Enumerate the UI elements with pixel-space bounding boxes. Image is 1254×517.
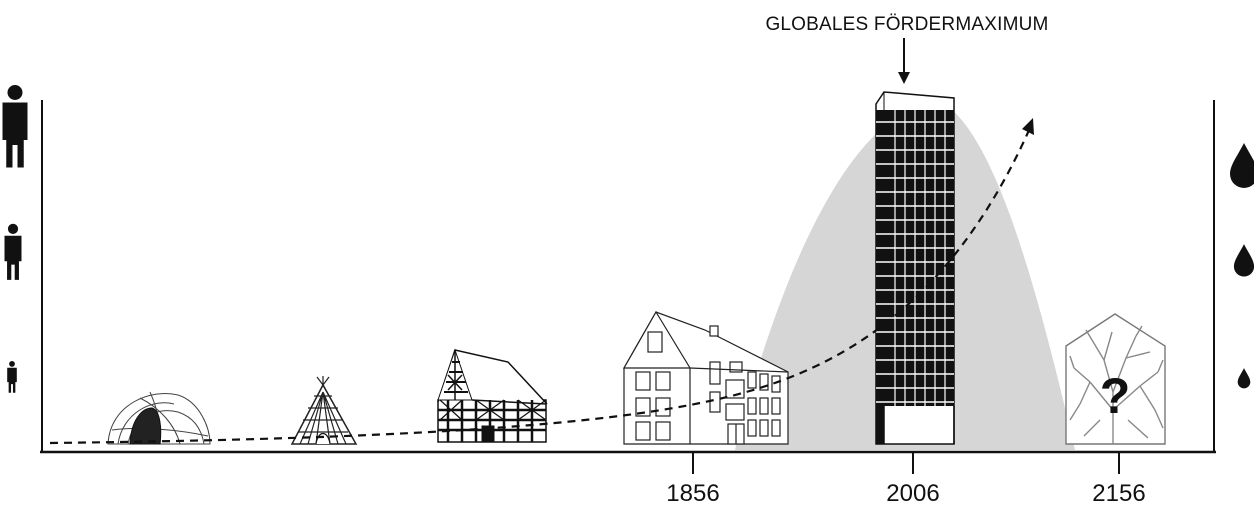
person-icon [7,361,17,393]
consumption-arrowhead [1022,118,1034,135]
year-label-2156: 2156 [1092,480,1145,507]
person-icon [4,223,22,280]
office-tower [875,91,955,445]
consumption-curve [49,127,1032,445]
unknown-mark: ? [1100,368,1131,424]
peak-arrow [898,38,910,84]
oil-drop-icon [1233,244,1254,277]
oil-drop-icon [1237,368,1251,389]
timber-frame-house [437,348,548,443]
year-label-1856: 1856 [666,480,719,507]
townhouse [622,310,789,445]
tipi-hut [290,376,358,445]
peak-label: GLOBALES FÖRDERMAXIMUM [765,14,1048,35]
tree-illustration [1069,325,1164,444]
year-label-2006: 2006 [886,480,939,507]
oil-drop-icon [1230,143,1254,188]
cave-dwelling [107,391,211,445]
future-house: ? [1065,313,1166,445]
person-icon [2,85,28,168]
